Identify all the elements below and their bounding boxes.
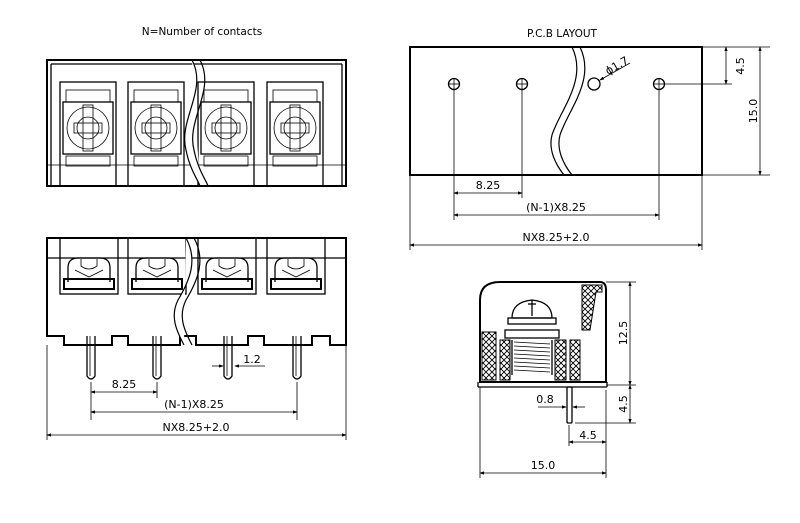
pcb-pin-hole [447, 77, 461, 91]
front-view-title: N=Number of contacts [142, 26, 262, 38]
terminal-cell-top [266, 81, 324, 187]
pin [292, 336, 302, 380]
pcb-pin-hole [652, 77, 666, 91]
terminal-cell-front [197, 237, 257, 295]
front-total-label: NX8.25+2.0 [163, 421, 230, 434]
pin-width-label: 1.2 [243, 353, 261, 366]
hatched-section [581, 284, 603, 331]
screw-slot-icon [218, 259, 236, 270]
thread-line [513, 353, 551, 357]
side-pin [566, 386, 573, 424]
pcb-outline [409, 46, 703, 176]
screw-icon [134, 106, 178, 150]
terminal-cell-front [127, 237, 187, 295]
thread-line [513, 357, 551, 361]
screw-icon [204, 106, 248, 150]
terminal-cell-front [266, 237, 326, 295]
pin [152, 336, 162, 380]
pin [86, 336, 96, 380]
pin-length-label: 4.5 [617, 395, 630, 413]
pcb-pitch-label: 8.25 [476, 179, 501, 192]
thread-line [513, 365, 551, 369]
terminal-cell-top [197, 81, 255, 187]
pcb-pin-hole [515, 77, 529, 91]
screw-slot-icon [80, 259, 98, 270]
body-width-label: 15.0 [531, 459, 556, 472]
pcb-layout-title: P.C.B LAYOUT [527, 28, 597, 40]
break-line-front [173, 237, 193, 346]
terminal-cell-top [127, 81, 185, 187]
hole-diameter-label: ϕ1.7 [603, 54, 631, 78]
pcb-depth-label: 15.0 [747, 99, 760, 124]
terminal-cell-front [59, 237, 119, 295]
thread-line [513, 341, 551, 345]
pin-offset-label: 4.5 [579, 429, 597, 442]
screw-slot-icon [287, 259, 305, 270]
pin-thickness-label: 0.8 [536, 393, 554, 406]
screw-icon [273, 106, 317, 150]
pcb-layout: ϕ1.7 4.5 15.0 8.25 (N-1)X8.25 NX8.25+2.0 [409, 46, 770, 250]
pcb-total-label: NX8.25+2.0 [523, 231, 590, 244]
pcb-span-label: (N-1)X8.25 [526, 201, 586, 214]
edge-to-hole-label: 4.5 [734, 57, 747, 75]
front-span-label: (N-1)X8.25 [164, 398, 224, 411]
side-view-body [479, 281, 607, 383]
thread-line [513, 345, 551, 349]
body-height-label: 12.5 [617, 321, 630, 346]
front-pitch-label: 8.25 [112, 378, 137, 391]
thread-line [513, 361, 551, 365]
terminal-cell-top [59, 81, 117, 187]
front-view: 8.25 (N-1)X8.25 NX8.25+2.0 1.2 [46, 237, 347, 440]
pin [223, 336, 233, 380]
thread-line [513, 349, 551, 353]
front-view-body [46, 237, 347, 346]
thread-line [513, 369, 551, 373]
top-view-body [46, 59, 347, 187]
screw-icon [66, 106, 110, 150]
mounting-hole [587, 77, 601, 91]
pcb-break-line [550, 46, 578, 176]
break-line [184, 59, 201, 187]
top-view [46, 59, 347, 187]
side-view: 12.5 4.5 0.8 4.5 15.0 [477, 281, 636, 478]
screw-slot-icon [148, 259, 166, 270]
